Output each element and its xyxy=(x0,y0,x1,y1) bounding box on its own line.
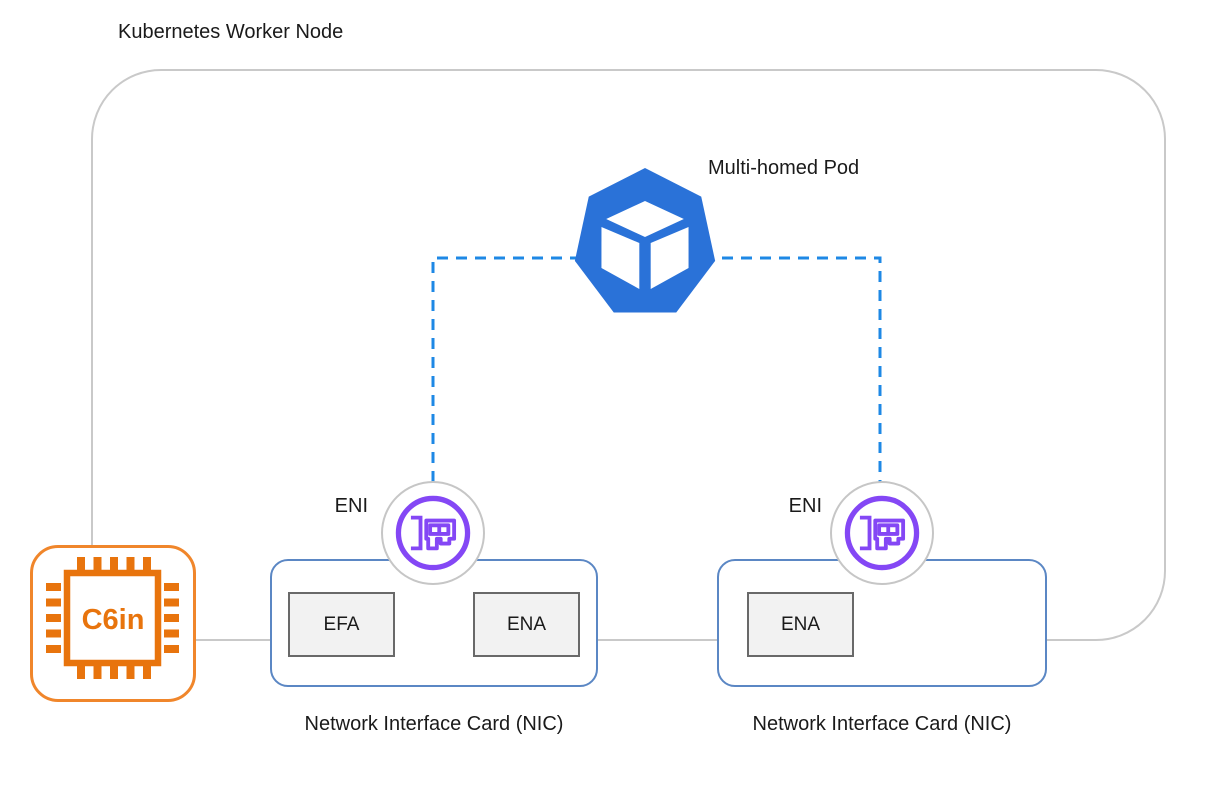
network-card-icon xyxy=(844,495,920,571)
instance-type-label: C6in xyxy=(82,604,145,636)
eni-icon-left xyxy=(381,481,485,585)
adapter-efa: EFA xyxy=(288,592,395,657)
eni-label-right: ENI xyxy=(788,495,822,517)
network-card-icon xyxy=(395,495,471,571)
adapter-ena-right-label: ENA xyxy=(780,613,821,635)
adapter-efa-label: EFA xyxy=(323,613,360,635)
pod-label: Multi-homed Pod xyxy=(708,157,860,179)
pod-cube-top xyxy=(606,201,684,237)
nic-caption-right: Network Interface Card (NIC) xyxy=(752,713,1012,735)
adapter-ena-right: ENA xyxy=(747,592,854,657)
pod-heptagon xyxy=(574,168,716,313)
nic-caption-left: Network Interface Card (NIC) xyxy=(304,713,564,735)
adapter-ena-left-label: ENA xyxy=(506,613,547,635)
eni-label-left: ENI xyxy=(334,495,368,517)
cpu-chip-icon: C6in xyxy=(46,556,179,679)
worker-node-boundary xyxy=(91,69,1166,641)
eni-icon-right xyxy=(830,481,934,585)
adapter-ena-left: ENA xyxy=(473,592,580,657)
c6in-instance-icon: C6in xyxy=(30,545,196,702)
kubernetes-pod-icon xyxy=(574,168,716,313)
diagram-title: Kubernetes Worker Node xyxy=(118,21,344,43)
